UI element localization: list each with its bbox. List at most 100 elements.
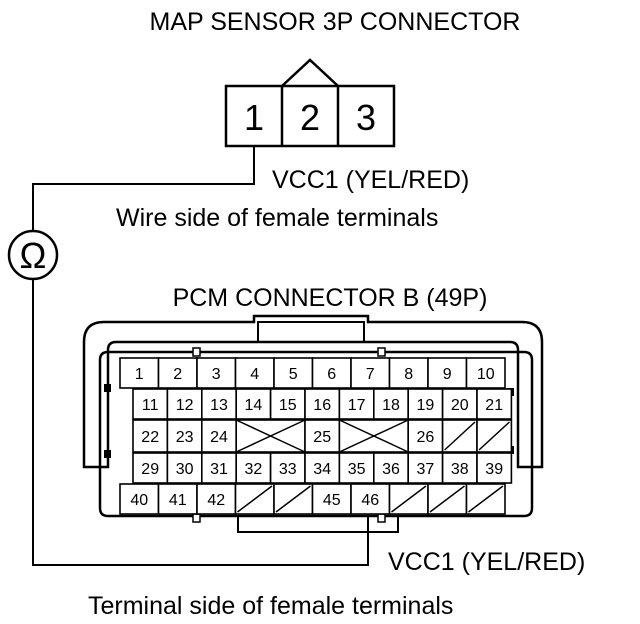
pcm-wire-label: VCC1 (YEL/RED) <box>388 548 585 576</box>
pcm-pin-37: 37 <box>417 461 435 478</box>
pcm-pin-41: 41 <box>169 492 187 509</box>
pcm-pin-29: 29 <box>141 461 159 478</box>
pcm-pin-36: 36 <box>382 461 400 478</box>
pcm-pin-40: 40 <box>130 492 148 509</box>
pin-cell <box>372 388 409 420</box>
pcm-pin-1: 1 <box>135 366 144 383</box>
pcm-pin-13: 13 <box>210 397 228 414</box>
pcm-pin-39: 39 <box>485 461 503 478</box>
connector-key-tab <box>281 58 339 87</box>
pin-cell <box>372 452 409 484</box>
pcm-pin-23: 23 <box>176 429 194 446</box>
pin-cell <box>132 388 169 420</box>
pin-cell <box>427 357 468 389</box>
ohmmeter-icon: Ω <box>7 229 59 281</box>
pin-cell <box>338 452 375 484</box>
pin-cell <box>388 357 429 389</box>
pin-cell <box>201 388 238 420</box>
pin-cell <box>407 388 444 420</box>
pin-cell <box>235 388 272 420</box>
map-wire-label: VCC1 (YEL/RED) <box>272 166 469 194</box>
pin-cell <box>166 452 203 484</box>
pin-cell <box>119 357 160 389</box>
pin-cell <box>476 452 513 484</box>
pin-cell <box>201 452 238 484</box>
pin-cell <box>304 452 341 484</box>
pcm-pin-20: 20 <box>451 397 469 414</box>
cavity-slash-line <box>444 421 476 451</box>
pcm-pin-26: 26 <box>417 429 435 446</box>
pcm-pin-45: 45 <box>323 492 341 509</box>
cavity-slash-line <box>429 485 465 513</box>
pcm-pin-38: 38 <box>451 461 469 478</box>
cavity-slash-line <box>391 485 427 513</box>
test-lead-top <box>32 146 255 230</box>
pcm-pin-33: 33 <box>279 461 297 478</box>
cavity-slash-line <box>275 485 311 513</box>
pcm-pin-6: 6 <box>327 366 336 383</box>
pin-cell <box>157 357 198 389</box>
map-sensor-connector: 1 2 3 <box>224 58 396 148</box>
cavity-slash-line <box>237 485 273 513</box>
pcm-pin-31: 31 <box>210 461 228 478</box>
pin-cell <box>350 483 391 515</box>
pin-cell <box>465 357 506 389</box>
pin-cell <box>338 388 375 420</box>
pin-cell <box>407 452 444 484</box>
pcm-pin-24: 24 <box>210 429 228 446</box>
pin-cell <box>476 388 513 420</box>
pin-cell <box>441 388 478 420</box>
pcm-pin-46: 46 <box>361 492 379 509</box>
pcm-pin-3: 3 <box>212 366 221 383</box>
pcm-pin-42: 42 <box>207 492 225 509</box>
map-pin-3: 3 <box>356 97 376 138</box>
pcm-pin-9: 9 <box>443 366 452 383</box>
test-lead-bottom <box>32 280 369 566</box>
pcm-pin-15: 15 <box>279 397 297 414</box>
pin-cell <box>311 357 352 389</box>
pin-cell <box>234 357 275 389</box>
pin-cell <box>311 483 352 515</box>
cavity-cross-line <box>339 419 409 453</box>
pcm-pin-21: 21 <box>485 397 503 414</box>
map-pin-1: 1 <box>244 97 264 138</box>
pcm-pin-10: 10 <box>477 366 495 383</box>
pcm-pin-5: 5 <box>289 366 298 383</box>
pin-cell <box>304 388 341 420</box>
pcm-view-label: Terminal side of female terminals <box>88 592 453 620</box>
pcm-pin-35: 35 <box>348 461 366 478</box>
map-pin-2: 2 <box>300 97 320 138</box>
map-connector-body <box>224 84 396 148</box>
pcm-pin-16: 16 <box>313 397 331 414</box>
ohm-symbol: Ω <box>20 235 47 276</box>
cavity-slash-line <box>478 421 510 451</box>
map-sensor-title: MAP SENSOR 3P CONNECTOR <box>150 8 521 36</box>
pcm-pin-30: 30 <box>176 461 194 478</box>
pcm-title: PCM CONNECTOR B (49P) <box>173 284 488 312</box>
pcm-pin-2: 2 <box>173 366 182 383</box>
pcm-pin-11: 11 <box>142 397 159 414</box>
pcm-pin-4: 4 <box>250 366 259 383</box>
pin-cell <box>196 483 237 515</box>
pin-cell <box>196 357 237 389</box>
pin-cell <box>269 452 306 484</box>
pin-cell <box>166 419 203 453</box>
pin-cell <box>201 419 238 453</box>
cavity-slash-line <box>468 485 504 513</box>
pin-cell <box>132 452 169 484</box>
pcm-connector-housing <box>82 314 544 533</box>
pcm-pin-32: 32 <box>245 461 263 478</box>
pcm-pin-12: 12 <box>176 397 194 414</box>
pcm-pin-7: 7 <box>366 366 375 383</box>
pcm-pin-18: 18 <box>382 397 400 414</box>
map-view-label: Wire side of female terminals <box>116 204 438 232</box>
pin-cell <box>166 388 203 420</box>
pcm-pin-19: 19 <box>417 397 435 414</box>
pcm-pin-25: 25 <box>313 429 331 446</box>
cavity-cross-line <box>235 419 306 453</box>
pcm-pin-34: 34 <box>313 461 331 478</box>
pcm-pin-8: 8 <box>404 366 413 383</box>
pcm-pin-14: 14 <box>245 397 263 414</box>
